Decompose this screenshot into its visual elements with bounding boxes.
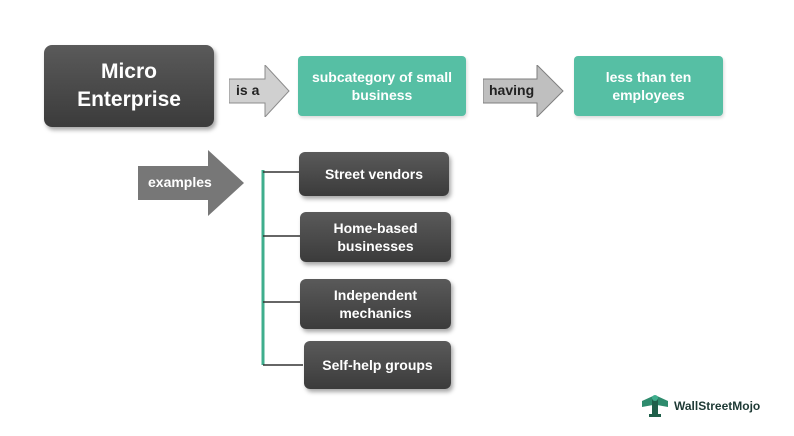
definition-label: subcategory of small business [311, 69, 453, 103]
criterion-label: less than ten employees [605, 69, 692, 103]
example-box-street-vendors: Street vendors [299, 152, 449, 196]
example-box-mechanics: Independent mechanics [300, 279, 451, 329]
brand-name: WallStreetMojo [674, 399, 761, 413]
examples-arrow [138, 150, 244, 216]
brand-logo: WallStreetMojo [640, 393, 760, 419]
connector-arrow-2 [483, 65, 564, 117]
definition-box: subcategory of small business [298, 56, 466, 116]
connector-label-1: is a [236, 82, 260, 98]
example-label: Self-help groups [322, 357, 433, 373]
example-box-home-based: Home-based businesses [300, 212, 451, 262]
brand-logo-icon [642, 395, 668, 417]
example-label: Independent mechanics [333, 287, 418, 321]
connector-arrow-1 [229, 65, 290, 117]
examples-bracket [261, 170, 303, 366]
connector-label-2: having [489, 82, 535, 98]
examples-label: examples [148, 174, 212, 190]
main-term-box: Micro Enterprise [44, 45, 214, 127]
main-term-label: Micro Enterprise [77, 60, 181, 111]
example-box-self-help: Self-help groups [304, 341, 451, 389]
example-label: Street vendors [324, 166, 424, 182]
example-label: Home-based businesses [333, 220, 418, 254]
criterion-box: less than ten employees [574, 56, 723, 116]
